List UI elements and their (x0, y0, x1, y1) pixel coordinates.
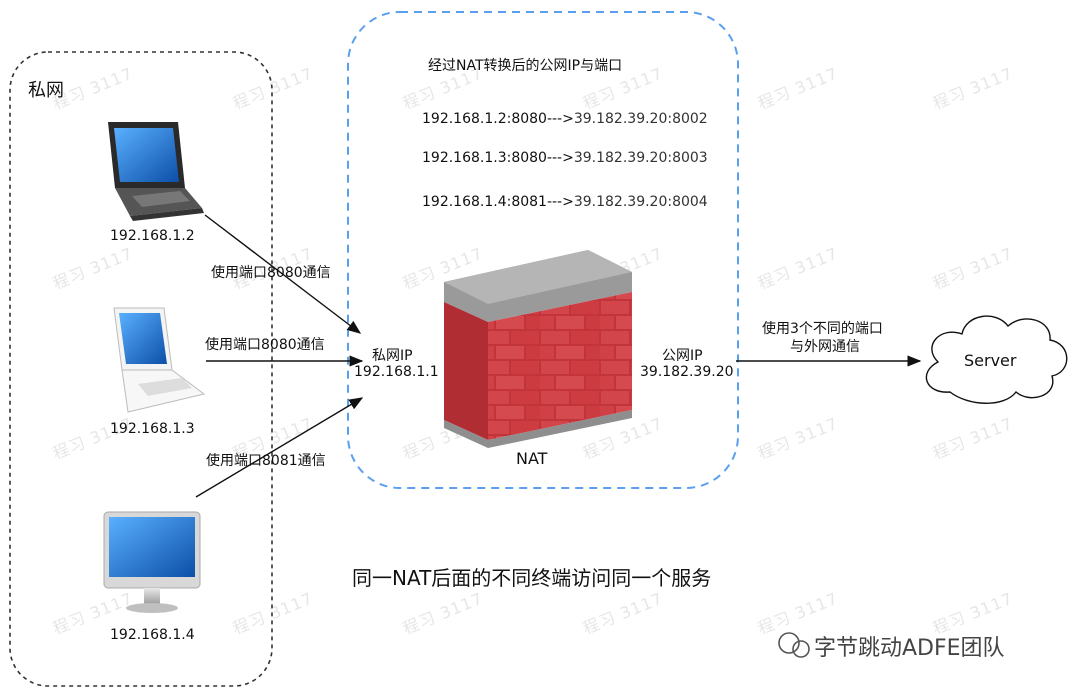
mapping-target: 39.182.39.20:8002 (573, 111, 708, 127)
link-label: 使用端口8080通信 (211, 265, 331, 281)
private-network-title: 私网 (28, 80, 64, 101)
nat-mapping-row: 192.168.1.4:8081--->39.182.39.20:8004 (422, 194, 708, 210)
server-link-label-line1: 使用3个不同的端口 (762, 321, 883, 337)
mapping-target: 39.182.39.20:8003 (573, 150, 708, 166)
firewall-icon (444, 250, 632, 448)
public-ip-label: 公网IP (662, 348, 703, 364)
brand-logo-icon (778, 632, 810, 658)
link-label: 使用端口8081通信 (206, 453, 326, 469)
nat-mapping-header: 经过NAT转换后的公网IP与端口 (428, 58, 623, 74)
public-ip-value: 39.182.39.20 (640, 364, 734, 380)
laptop-white-icon (113, 307, 206, 413)
imac-icon (103, 511, 201, 613)
brand-name: 字节跳动ADFE团队 (814, 636, 1005, 661)
mapping-source: 192.168.1.3:8080---> (422, 150, 574, 166)
nat-mapping-row: 192.168.1.2:8080--->39.182.39.20:8002 (422, 111, 708, 127)
host-ip-label: 192.168.1.3 (110, 421, 195, 437)
private-ip-label: 私网IP (372, 348, 413, 364)
mapping-target: 39.182.39.20:8004 (573, 194, 708, 210)
nat-mapping-row: 192.168.1.3:8080--->39.182.39.20:8003 (422, 150, 708, 166)
laptop-icon (108, 122, 204, 221)
link-label: 使用端口8080通信 (205, 337, 325, 353)
link-arrow-host1 (204, 214, 362, 334)
server-label: Server (964, 351, 1017, 370)
host-ip-label: 192.168.1.2 (110, 228, 195, 244)
nat-label: NAT (516, 449, 548, 468)
diagram-caption: 同一NAT后面的不同终端访问同一个服务 (352, 566, 712, 590)
private-network-boundary (9, 51, 273, 687)
private-ip-value: 192.168.1.1 (354, 364, 439, 380)
host-ip-label: 192.168.1.4 (110, 627, 195, 643)
link-arrow-host3 (195, 397, 364, 498)
server-link-label-line2: 与外网通信 (790, 339, 860, 355)
mapping-source: 192.168.1.2:8080---> (422, 111, 574, 127)
mapping-source: 192.168.1.4:8081---> (422, 194, 574, 210)
cloud-icon (925, 315, 1068, 404)
nat-zone-boundary (347, 11, 739, 489)
